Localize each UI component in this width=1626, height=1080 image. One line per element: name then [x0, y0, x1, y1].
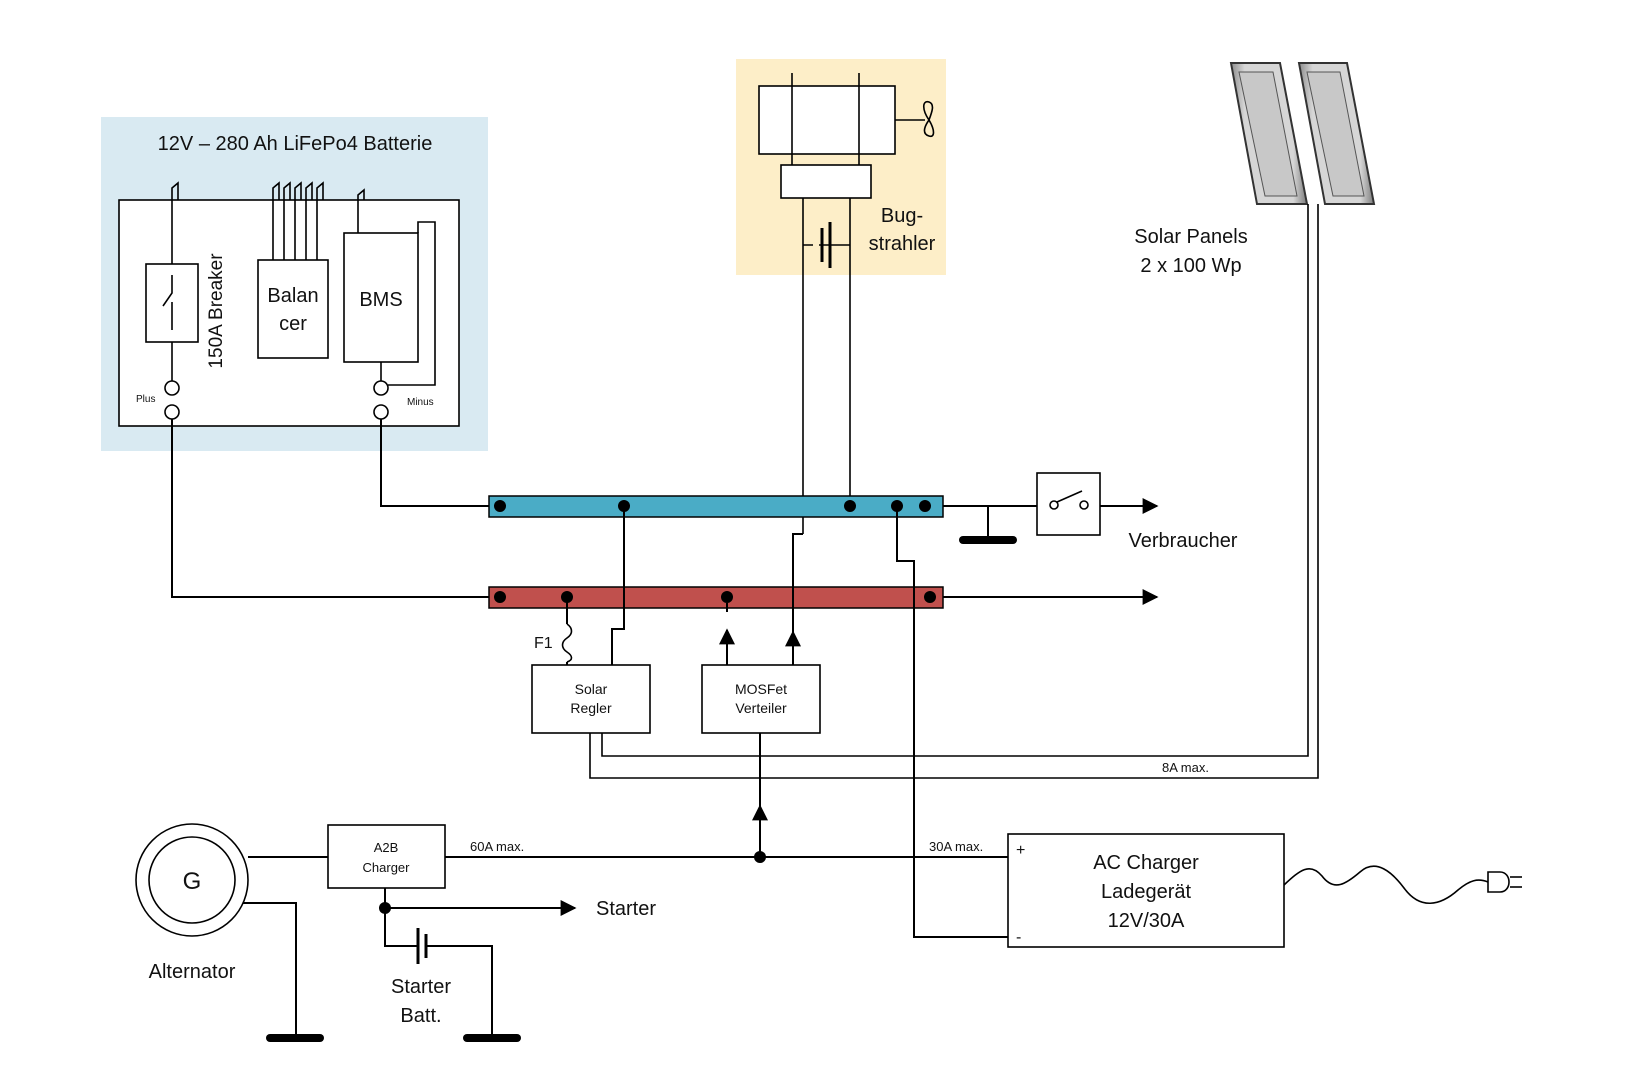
- thruster-controller: [780, 164, 872, 199]
- ac-charger-minus: -: [1016, 929, 1021, 946]
- balancer-label-line1: Balan: [267, 285, 318, 307]
- ac-charger: + - AC Charger Ladegerät 12V/30A: [1007, 833, 1285, 948]
- thruster-motor: [758, 85, 896, 155]
- a2b-current-label: 60A max.: [470, 839, 524, 854]
- solar-regler-box: [531, 664, 651, 734]
- bow-thruster: Bug- strahler: [736, 59, 946, 534]
- positive-bus-bar: [488, 586, 944, 609]
- a2b-charger: A2B Charger: [327, 824, 446, 889]
- ac-current-label: 30A max.: [929, 839, 983, 854]
- breaker-label: 150A Breaker: [206, 253, 227, 369]
- mosfet-line1: MOSFet: [735, 681, 787, 697]
- load-switch: [1036, 472, 1101, 536]
- alternator: G Alternator: [135, 823, 249, 983]
- a2b-line2: Charger: [363, 860, 411, 875]
- balancer-leads: [272, 181, 324, 260]
- bus-bars: [488, 495, 944, 609]
- balancer-label-line2: cer: [279, 313, 307, 335]
- thruster-capacitor-icon: [820, 222, 832, 268]
- starter-label: Starter: [596, 898, 656, 920]
- ac-charger-line1: AC Charger: [1093, 852, 1199, 874]
- alternator-symbol: G: [183, 868, 202, 895]
- solar-label-line2: 2 x 100 Wp: [1140, 255, 1241, 277]
- solar-regler: Solar Regler: [531, 664, 651, 734]
- minus-label: Minus: [407, 397, 434, 408]
- alternator-inner: [148, 836, 236, 924]
- mosfet-verteiler: MOSFet Verteiler: [701, 664, 821, 734]
- mosfet-line2: Verteiler: [735, 700, 787, 716]
- ac-charger-line3: 12V/30A: [1108, 910, 1185, 932]
- minus-terminal-bottom: [373, 404, 389, 420]
- plus-label: Plus: [136, 394, 155, 405]
- solar-current-label: 8A max.: [1162, 760, 1209, 775]
- plug-icon: [1487, 871, 1510, 893]
- a2b-line1: A2B: [374, 840, 399, 855]
- starter-batt-line2: Batt.: [400, 1005, 441, 1027]
- ac-charger-line2: Ladegerät: [1101, 881, 1192, 903]
- plus-terminal-bottom: [164, 404, 180, 420]
- mosfet-box: [701, 664, 821, 734]
- plus-terminal-top: [164, 380, 180, 396]
- solar-label-line1: Solar Panels: [1134, 226, 1247, 248]
- battery-pack: 12V – 280 Ah LiFePo4 Batterie 150A Break…: [101, 117, 488, 451]
- solar-panels: Solar Panels 2 x 100 Wp: [589, 62, 1376, 779]
- fuse-label: F1: [534, 635, 553, 652]
- solar-regler-line1: Solar: [575, 681, 608, 697]
- thruster-label-line1: Bug-: [881, 205, 923, 227]
- battery-title: 12V – 280 Ah LiFePo4 Batterie: [158, 133, 433, 155]
- ac-charger-box: [1007, 833, 1285, 948]
- bms-label: BMS: [359, 289, 402, 311]
- propeller-icon: [922, 100, 935, 138]
- balancer-box: [257, 259, 329, 359]
- negative-bus-bar: [488, 495, 944, 518]
- starter-batt-line1: Starter: [391, 976, 451, 998]
- thruster-label-line2: strahler: [869, 233, 936, 255]
- solar-regler-line2: Regler: [570, 700, 612, 716]
- main-wiring: Verbraucher F1 Starter: [171, 419, 1522, 1042]
- minus-terminal-top: [373, 380, 389, 396]
- fuse-icon: [561, 623, 573, 663]
- alternator-label: Alternator: [149, 961, 236, 983]
- ac-charger-plus: +: [1016, 842, 1025, 859]
- starter-battery-icon: [416, 928, 428, 964]
- mains-cable: [1283, 865, 1489, 904]
- a2b-box: [327, 824, 446, 889]
- loads-label: Verbraucher: [1129, 530, 1238, 552]
